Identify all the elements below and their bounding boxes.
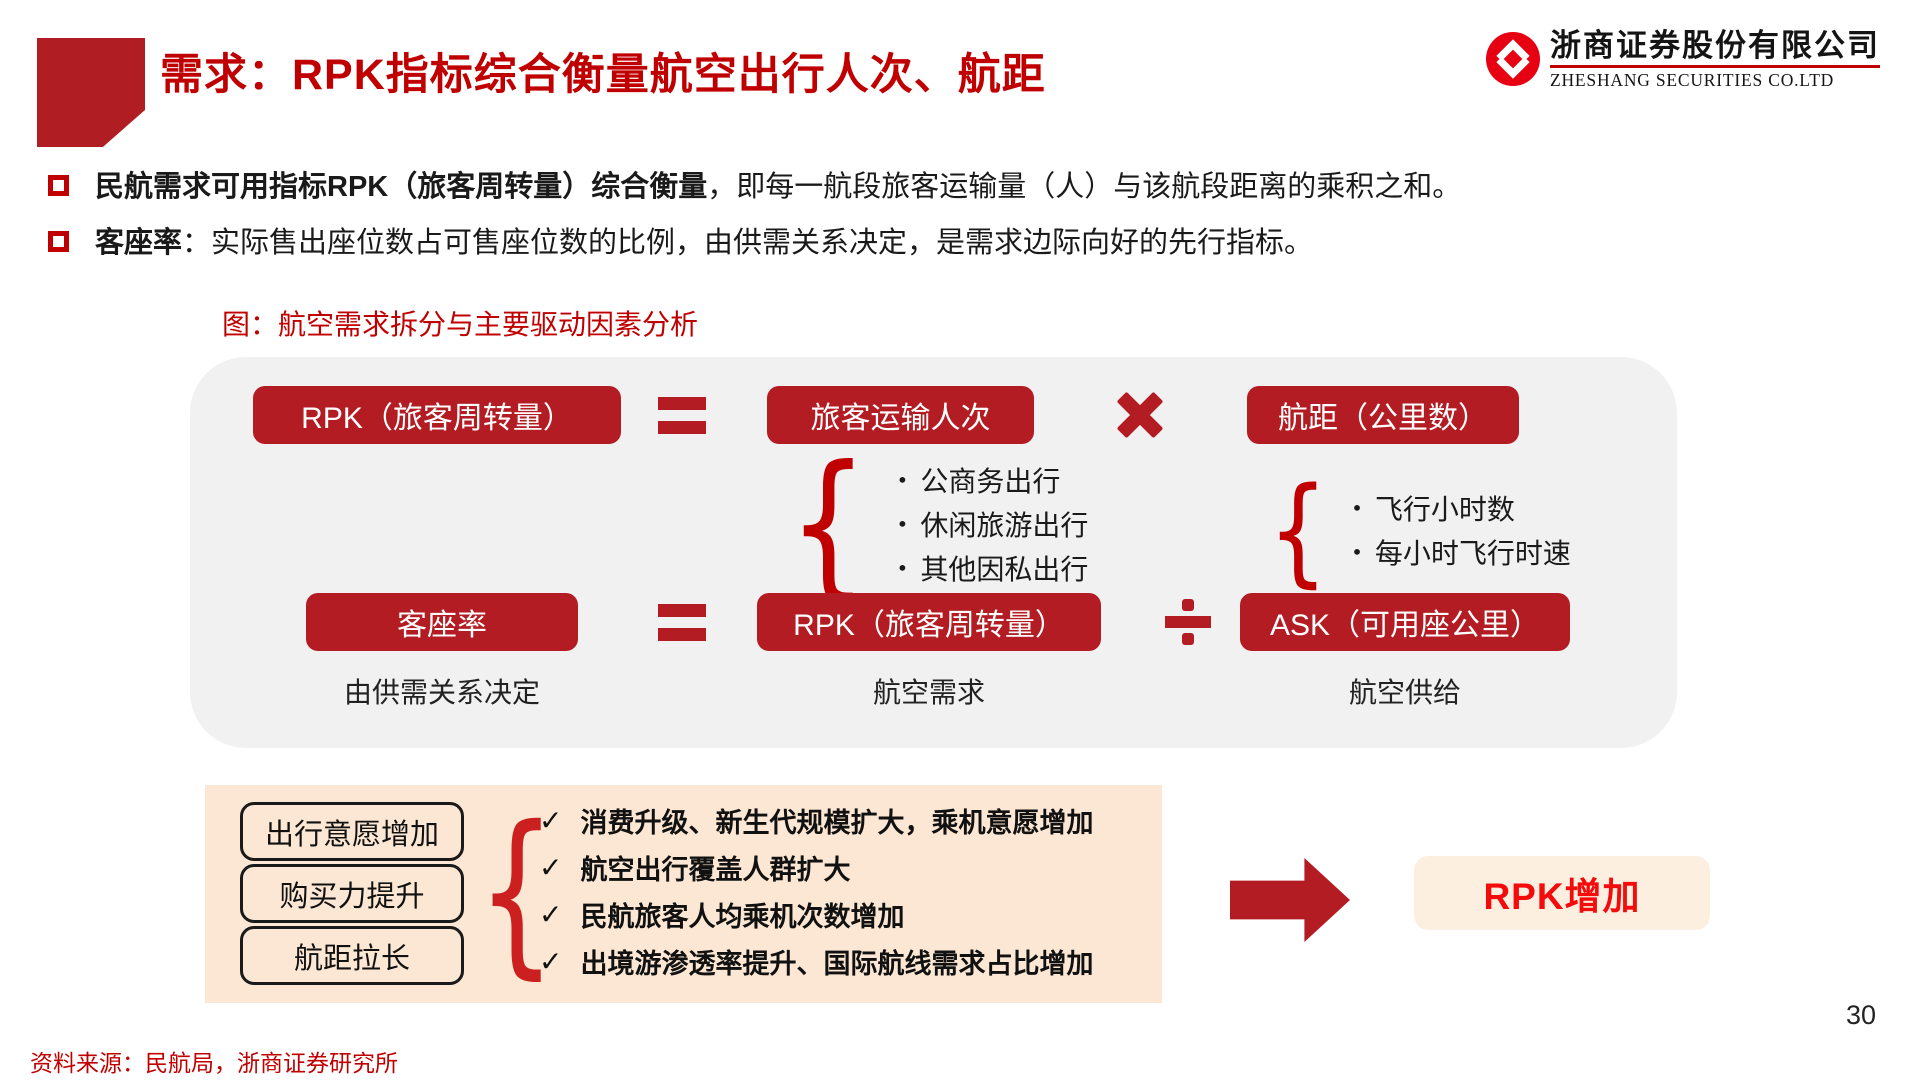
checklist-item-label: 出境游渗透率提升、国际航线需求占比增加	[580, 949, 1094, 979]
formula-diagram: RPK（旅客周转量） 旅客运输人次 航距（公里数） { • 公商务出行 • 休闲旅游…	[190, 357, 1677, 748]
driver-item: • 公商务出行	[897, 458, 1089, 502]
figure-caption: 图：航空需求拆分与主要驱动因素分析	[222, 309, 699, 340]
dot-bullet-icon: •	[896, 512, 909, 536]
equals-icon	[658, 604, 706, 641]
divide-icon	[1165, 599, 1211, 645]
square-bullet-icon	[48, 175, 69, 196]
checklist-item: ✓ 民航旅客人均乘机次数增加	[539, 891, 1093, 938]
rpk-increase-result-box: RPK增加	[1414, 856, 1710, 930]
multiply-icon	[1116, 391, 1164, 439]
note-air-supply: 航空供给	[1348, 676, 1461, 709]
box-rpk-result: RPK（旅客周转量）	[253, 386, 621, 444]
checklist-item-label: 民航旅客人均乘机次数增加	[580, 902, 905, 932]
equals-icon	[658, 397, 706, 434]
driver-item-label: 其他因私出行	[920, 553, 1089, 586]
dot-bullet-icon: •	[1351, 540, 1363, 564]
page-number: 30	[1846, 1000, 1877, 1030]
driver-item-label: 飞行小时数	[1374, 493, 1515, 526]
box-load-factor: 客座率	[306, 593, 578, 651]
driver-checklist: ✓ 消费升级、新生代规模扩大，乘机意愿增加 ✓ 航空出行覆盖人群扩大 ✓ 民航旅客人均…	[539, 797, 1093, 985]
driver-item: • 飞行小时数	[1351, 486, 1571, 530]
company-logo: 浙商证券股份有限公司 ZHESHANG SECURITIES CO.LTD	[1486, 28, 1880, 91]
bullet-rest: ：实际售出座位数占可售座位数的比例，由供需关系决定，是需求边际向好的先行指标。	[182, 227, 1314, 259]
distance-drivers-list: { • 飞行小时数 • 每小时飞行时速	[1268, 461, 1571, 599]
check-icon: ✓	[539, 805, 563, 836]
note-air-demand: 航空需求	[872, 676, 985, 709]
driver-item-label: 每小时飞行时速	[1374, 537, 1571, 570]
bullet-rest: ，即每一航段旅客运输量（人）与该航段距离的乘积之和。	[707, 171, 1462, 203]
dot-bullet-icon: •	[1351, 496, 1363, 520]
driver-items: • 公商务出行 • 休闲旅游出行 • 其他因私出行	[897, 458, 1089, 590]
bullet-lead: 客座率	[95, 227, 183, 259]
driver-items: • 飞行小时数 • 每小时飞行时速	[1351, 486, 1571, 574]
check-icon: ✓	[539, 899, 563, 930]
box-passenger-volume: 旅客运输人次	[767, 386, 1034, 444]
box-rpk-numerator: RPK（旅客周转量）	[757, 593, 1101, 651]
demand-drivers-panel: 出行意愿增加 购买力提升 航距拉长 { ✓ 消费升级、新生代规模扩大，乘机意愿增加…	[205, 785, 1162, 1003]
factor-box-purchasing-power: 购买力提升	[240, 864, 464, 923]
factor-box-willingness: 出行意愿增加	[240, 802, 464, 861]
brace-icon: {	[1268, 461, 1329, 599]
corner-accent-shape	[37, 38, 145, 147]
logo-divider	[1550, 65, 1880, 68]
right-arrow-icon	[1230, 858, 1350, 942]
dot-bullet-icon: •	[896, 468, 909, 492]
brace-icon: {	[477, 788, 557, 995]
company-name: 浙商证券股份有限公司 ZHESHANG SECURITIES CO.LTD	[1550, 28, 1880, 91]
driver-item: • 其他因私出行	[897, 546, 1089, 590]
box-flight-distance: 航距（公里数）	[1247, 386, 1519, 444]
bullet-text: 客座率：实际售出座位数占可售座位数的比例，由供需关系决定，是需求边际向好的先行指…	[95, 224, 1313, 262]
driver-item: • 休闲旅游出行	[897, 502, 1089, 546]
company-name-cn: 浙商证券股份有限公司	[1550, 28, 1880, 63]
square-bullet-icon	[48, 231, 69, 252]
rpk-increase-label: RPK增加	[1483, 876, 1641, 917]
note-load-factor: 由供需关系决定	[343, 676, 540, 709]
company-name-en: ZHESHANG SECURITIES CO.LTD	[1550, 70, 1835, 90]
page-title: 需求：RPK指标综合衡量航空出行人次、航距	[160, 51, 1046, 99]
bullet-text: 民航需求可用指标RPK（旅客周转量）综合衡量，即每一航段旅客运输量（人）与该航段…	[95, 168, 1461, 206]
bullet-point-rpk: 民航需求可用指标RPK（旅客周转量）综合衡量，即每一航段旅客运输量（人）与该航段…	[48, 168, 1878, 206]
zheshang-logo-icon	[1486, 32, 1540, 86]
checklist-item-label: 航空出行覆盖人群扩大	[580, 855, 851, 885]
passenger-drivers-list: { • 公商务出行 • 休闲旅游出行 • 其他因私出行	[788, 432, 1089, 616]
dot-bullet-icon: •	[896, 556, 909, 580]
checklist-item: ✓ 消费升级、新生代规模扩大，乘机意愿增加	[539, 797, 1093, 844]
box-ask-denominator: ASK（可用座公里）	[1240, 593, 1570, 651]
check-icon: ✓	[539, 852, 563, 883]
bullet-lead: 民航需求可用指标RPK（旅客周转量）综合衡量	[95, 171, 708, 203]
driver-item: • 每小时飞行时速	[1351, 530, 1571, 574]
factor-box-distance: 航距拉长	[240, 926, 464, 985]
check-icon: ✓	[539, 946, 563, 977]
driver-item-label: 公商务出行	[920, 465, 1061, 498]
driver-item-label: 休闲旅游出行	[920, 509, 1089, 542]
checklist-item-label: 消费升级、新生代规模扩大，乘机意愿增加	[580, 808, 1094, 838]
bullet-point-loadfactor: 客座率：实际售出座位数占可售座位数的比例，由供需关系决定，是需求边际向好的先行指…	[48, 224, 1878, 262]
checklist-item: ✓ 出境游渗透率提升、国际航线需求占比增加	[539, 938, 1093, 985]
brace-icon: {	[788, 432, 869, 616]
checklist-item: ✓ 航空出行覆盖人群扩大	[539, 844, 1093, 891]
source-note: 资料来源：民航局，浙商证券研究所	[30, 1050, 398, 1076]
